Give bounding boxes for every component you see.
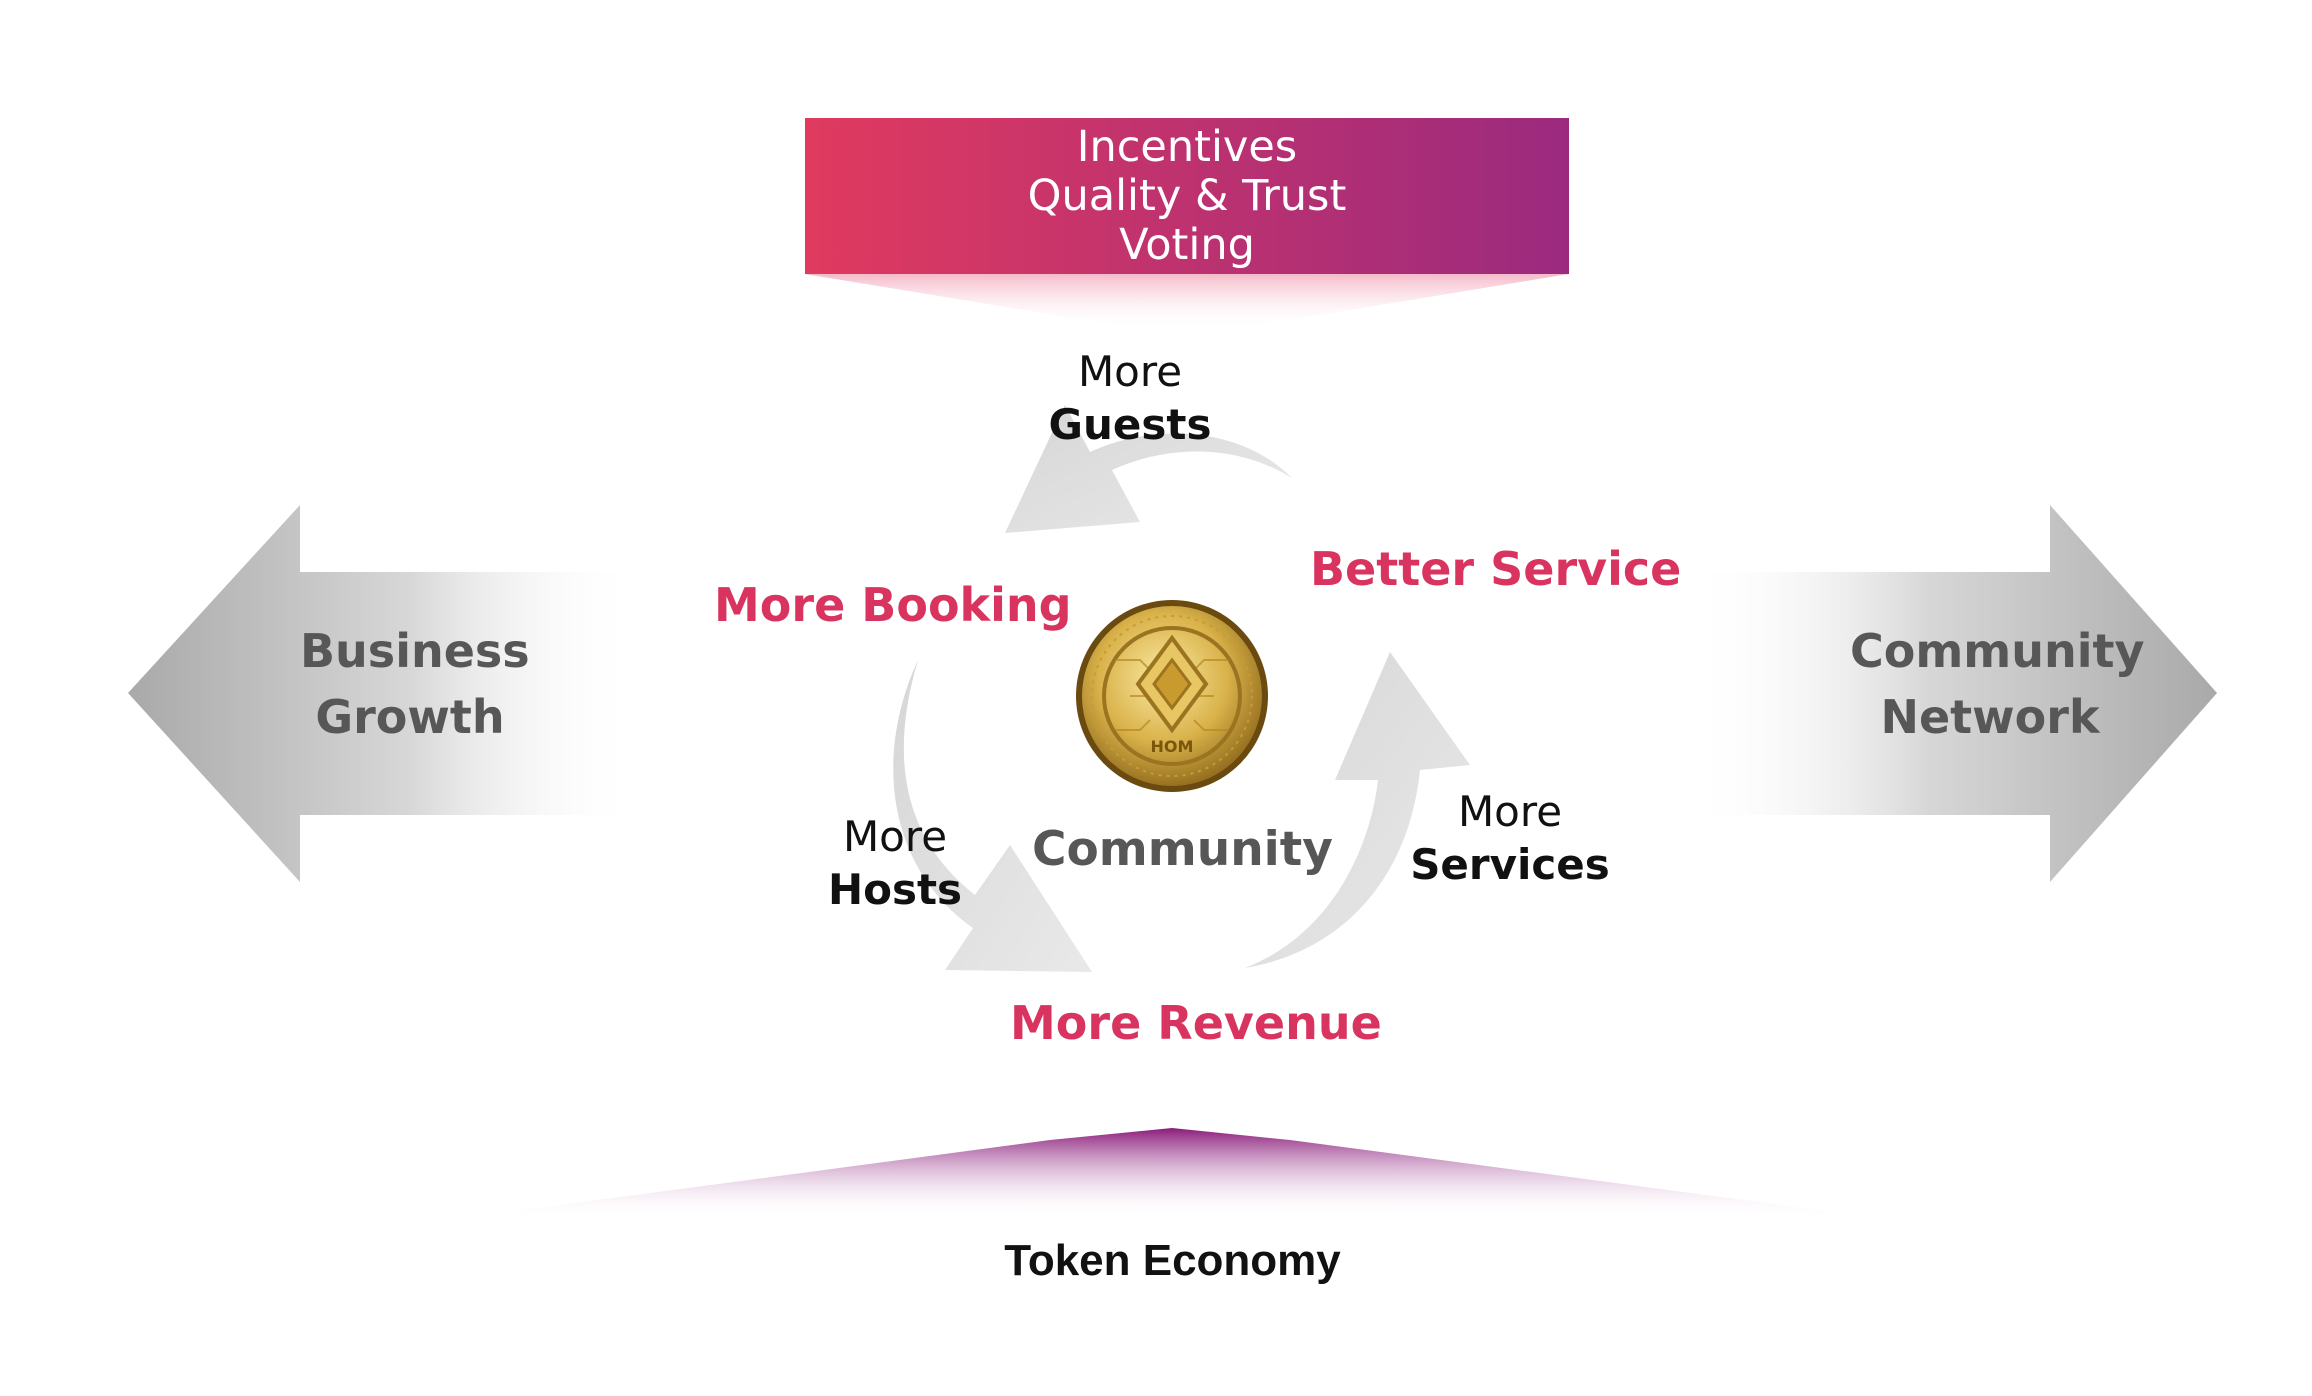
banner-box [805, 118, 1569, 274]
more-hosts-label: More Hosts [810, 810, 980, 916]
cycle-arrows [893, 405, 1470, 972]
banner-text: Incentives Quality & Trust Voting [805, 118, 1569, 274]
token-economy-fan [462, 1128, 1880, 1218]
better-service-label: Better Service [1310, 542, 1682, 596]
more-booking-label: More Booking [714, 578, 1072, 632]
more-guests-bold: Guests [1048, 400, 1212, 449]
more-services-label: More Services [1410, 785, 1610, 891]
business-growth-line1: Business [300, 624, 530, 678]
gold-coin-icon: HOM [1076, 600, 1268, 792]
services-cycle-arrow [1245, 652, 1470, 968]
community-network-label: Community Network [1850, 618, 2145, 750]
business-growth-line2: Growth [315, 690, 505, 744]
more-services-bold: Services [1410, 840, 1610, 889]
coin-inscription: HOM [1151, 737, 1194, 756]
banner-line-quality-trust: Quality & Trust [1027, 170, 1347, 221]
business-growth-arrow [128, 505, 640, 882]
more-hosts-bold: Hosts [827, 865, 963, 914]
token-economy-label: Token Economy [1004, 1236, 1341, 1285]
banner-line-incentives: Incentives [1076, 121, 1298, 172]
community-network-arrow [1690, 505, 2217, 882]
community-network-line1: Community [1850, 624, 2145, 678]
business-growth-label: Business Growth [300, 618, 530, 750]
more-guests-label: More Guests [1040, 345, 1220, 451]
hosts-cycle-arrow [893, 660, 1092, 972]
more-guests-small: More [1077, 347, 1183, 396]
more-services-small: More [1457, 787, 1563, 836]
community-network-line2: Network [1880, 690, 2100, 744]
community-center-label: Community [1032, 822, 1333, 877]
banner-line-voting: Voting [1119, 219, 1255, 270]
guests-cycle-arrow [1005, 405, 1292, 533]
more-revenue-label: More Revenue [1010, 996, 1382, 1050]
more-hosts-small: More [842, 812, 948, 861]
banner [805, 118, 1569, 330]
banner-fade [805, 274, 1569, 330]
